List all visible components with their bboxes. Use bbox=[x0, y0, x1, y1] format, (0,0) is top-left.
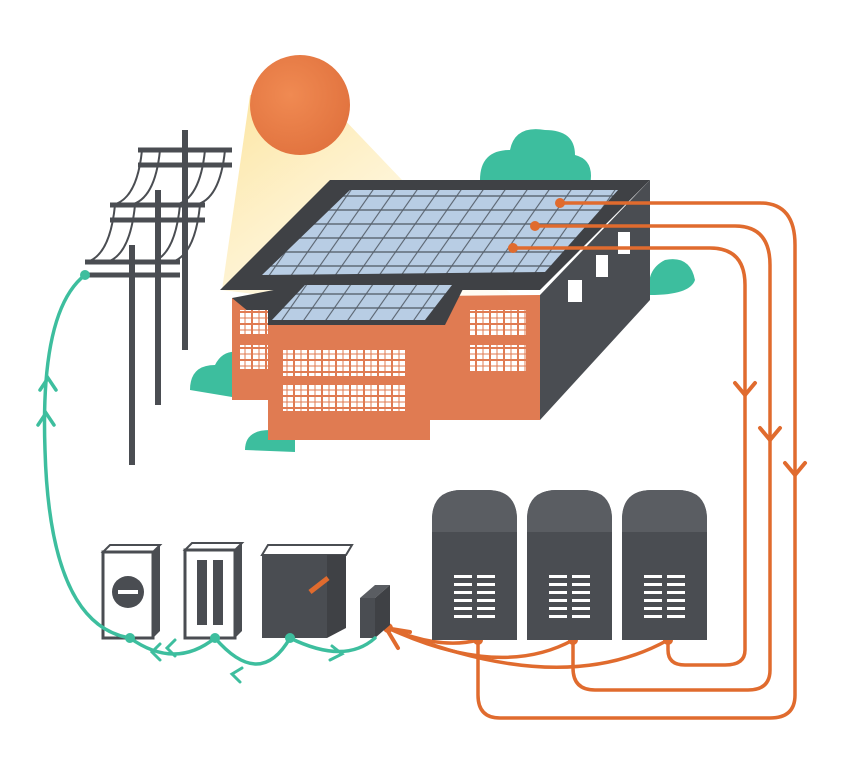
sun-icon bbox=[250, 55, 350, 155]
breaker-panel-icon bbox=[182, 542, 245, 640]
ac-wiring bbox=[36, 273, 377, 684]
ac-connection-dots bbox=[80, 270, 295, 643]
disconnect-switch-icon bbox=[260, 544, 354, 638]
inverter-icon bbox=[432, 490, 707, 640]
solar-panel-icon bbox=[262, 190, 618, 275]
building-icon bbox=[220, 180, 650, 440]
meter-icon bbox=[100, 544, 163, 640]
solar-panel-icon bbox=[272, 285, 452, 320]
utility-pole-icon bbox=[85, 130, 232, 465]
junction-box-icon bbox=[360, 585, 390, 638]
dc-wiring bbox=[382, 201, 807, 720]
